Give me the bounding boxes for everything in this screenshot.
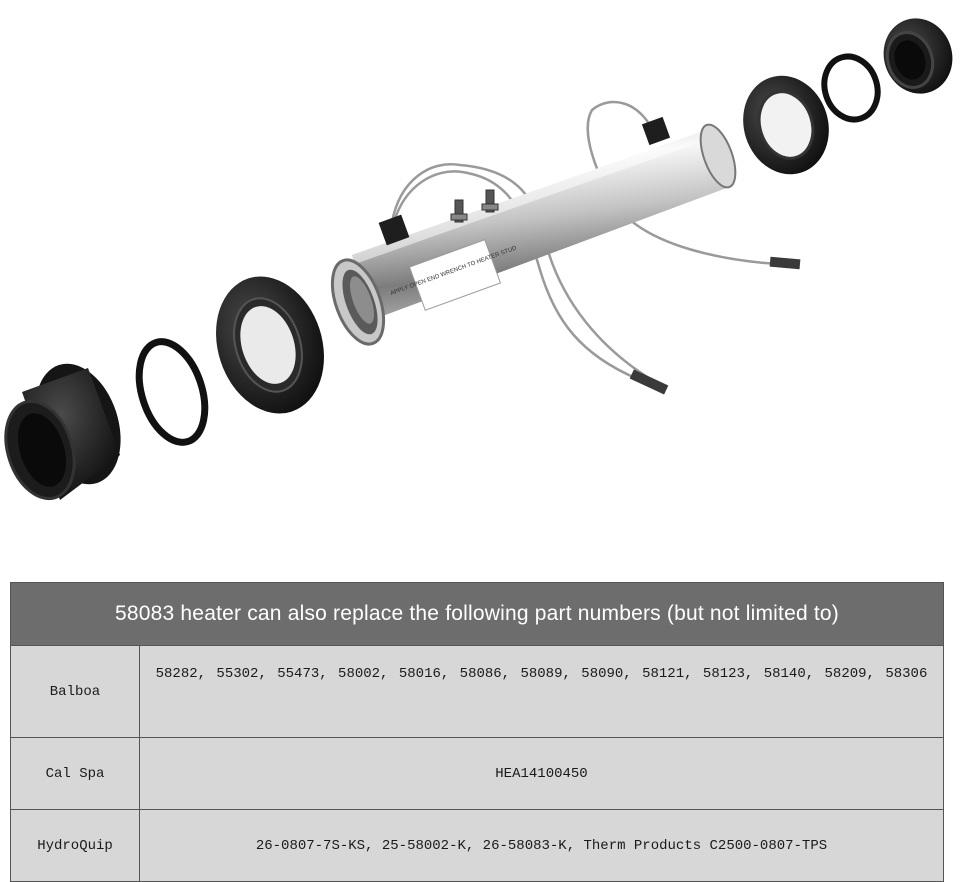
table-header: 58083 heater can also replace the follow… xyxy=(10,582,944,646)
right-o-ring xyxy=(821,53,881,123)
brand-cell: Cal Spa xyxy=(10,737,140,810)
sensor-box-right xyxy=(641,116,671,146)
replacement-parts-table: 58083 heater can also replace the follow… xyxy=(10,582,944,882)
wire-connector xyxy=(769,256,801,270)
part-numbers-cell: 26-0807-7S-KS, 25-58002-K, 26-58083-K, T… xyxy=(139,809,944,882)
terminal-studs xyxy=(450,189,499,223)
part-numbers-cell: 58282, 55302, 55473, 58002, 58016, 58086… xyxy=(139,645,944,738)
wire-connector xyxy=(629,369,669,395)
table-row: Cal Spa HEA14100450 xyxy=(10,737,944,810)
right-tailpiece xyxy=(883,18,953,94)
right-union-nut xyxy=(743,75,829,175)
brand-cell: HydroQuip xyxy=(10,809,140,882)
product-photo: APPLY OPEN END WRENCH TO HEATER STUD xyxy=(4,18,953,501)
sensor-box-left xyxy=(378,214,410,246)
table-row: Balboa 58282, 55302, 55473, 58002, 58016… xyxy=(10,645,944,738)
left-o-ring xyxy=(135,338,209,446)
left-tailpiece xyxy=(4,363,121,501)
table-row: HydroQuip 26-0807-7S-KS, 25-58002-K, 26-… xyxy=(10,809,944,882)
left-union-nut xyxy=(216,276,324,414)
brand-cell: Balboa xyxy=(10,645,140,738)
part-numbers-cell: HEA14100450 xyxy=(139,737,944,810)
